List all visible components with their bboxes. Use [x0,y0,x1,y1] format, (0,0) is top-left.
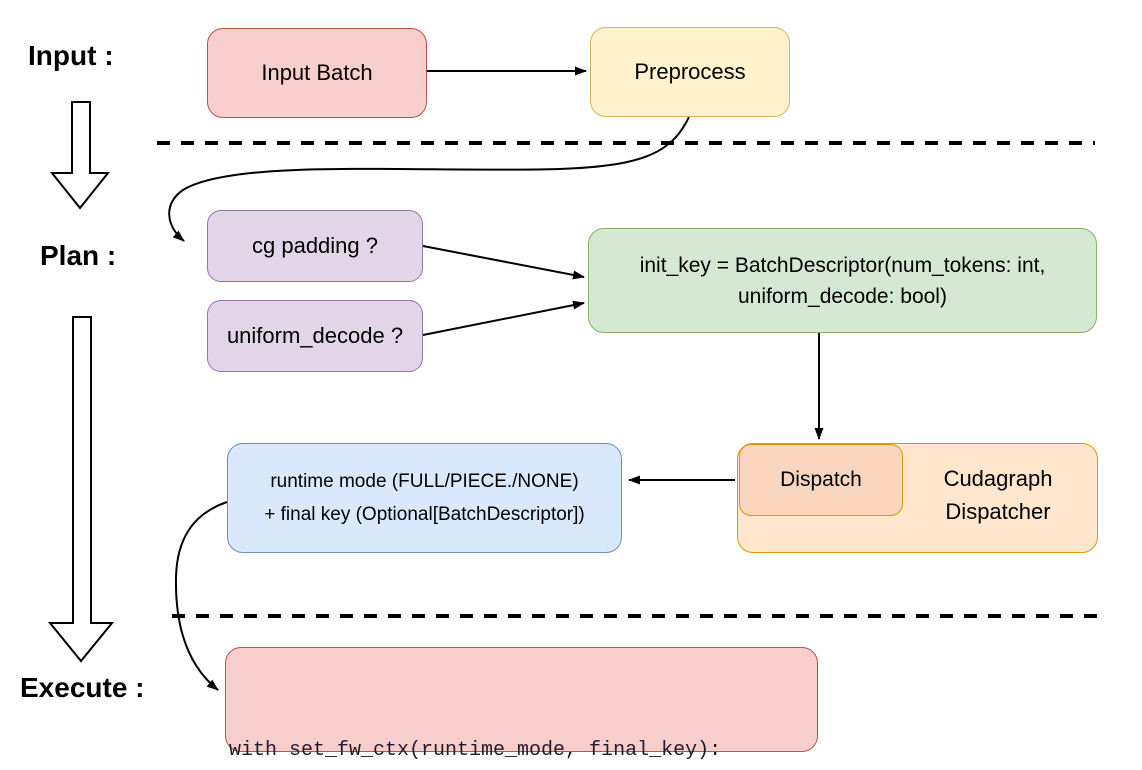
arrow-runtimemode-to-executecode [174,501,228,691]
node-uniform-decode-label: uniform_decode ? [226,323,404,348]
node-cg-padding: cg padding ? [207,210,423,282]
node-runtime-mode-line1: runtime mode (FULL/PIECE./NONE) [270,471,579,492]
node-input-batch-label: Input Batch [261,60,373,85]
stage-label-plan: Plan : [40,240,117,271]
node-dispatch: Dispatch [739,444,903,516]
node-init-key-line2: uniform_decode: bool) [738,284,947,308]
node-cg-padding-label: cg padding ? [252,233,378,258]
cudagraph-dispatcher-line1: Cudagraph [943,466,1053,491]
node-dispatch-label: Dispatch [780,468,862,491]
node-init-key: init_key = BatchDescriptor(num_tokens: i… [588,228,1097,333]
stage-label-input: Input : [28,40,114,71]
stage-arrow-input-to-plan-icon [49,101,111,210]
node-runtime-mode-line2: + final key (Optional[BatchDescriptor]) [264,504,585,525]
node-preprocess: Preprocess [590,27,790,117]
node-execute-code: with set_fw_ctx(runtime_mode, final_key)… [225,647,818,762]
node-runtime-mode: runtime mode (FULL/PIECE./NONE) + final … [227,443,622,553]
cudagraph-dispatcher-line2: Dispatcher [945,499,1051,524]
node-uniform-decode: uniform_decode ? [207,300,423,372]
stage-label-execute: Execute : [20,672,145,703]
node-preprocess-label: Preprocess [634,59,746,84]
node-init-key-line1: init_key = BatchDescriptor(num_tokens: i… [639,253,1046,277]
arrow-cgpadding-to-initkey [422,245,585,280]
node-input-batch: Input Batch [207,28,427,118]
arrow-uniformdecode-to-initkey [422,300,585,336]
stage-arrow-plan-to-execute-icon [47,316,115,663]
arrow-preprocess-to-cgpadding [168,116,690,242]
execute-code-line1: with set_fw_ctx(runtime_mode, final_key)… [229,739,722,762]
node-cudagraph-dispatcher-label: Cudagraph Dispatcher [898,462,1098,528]
